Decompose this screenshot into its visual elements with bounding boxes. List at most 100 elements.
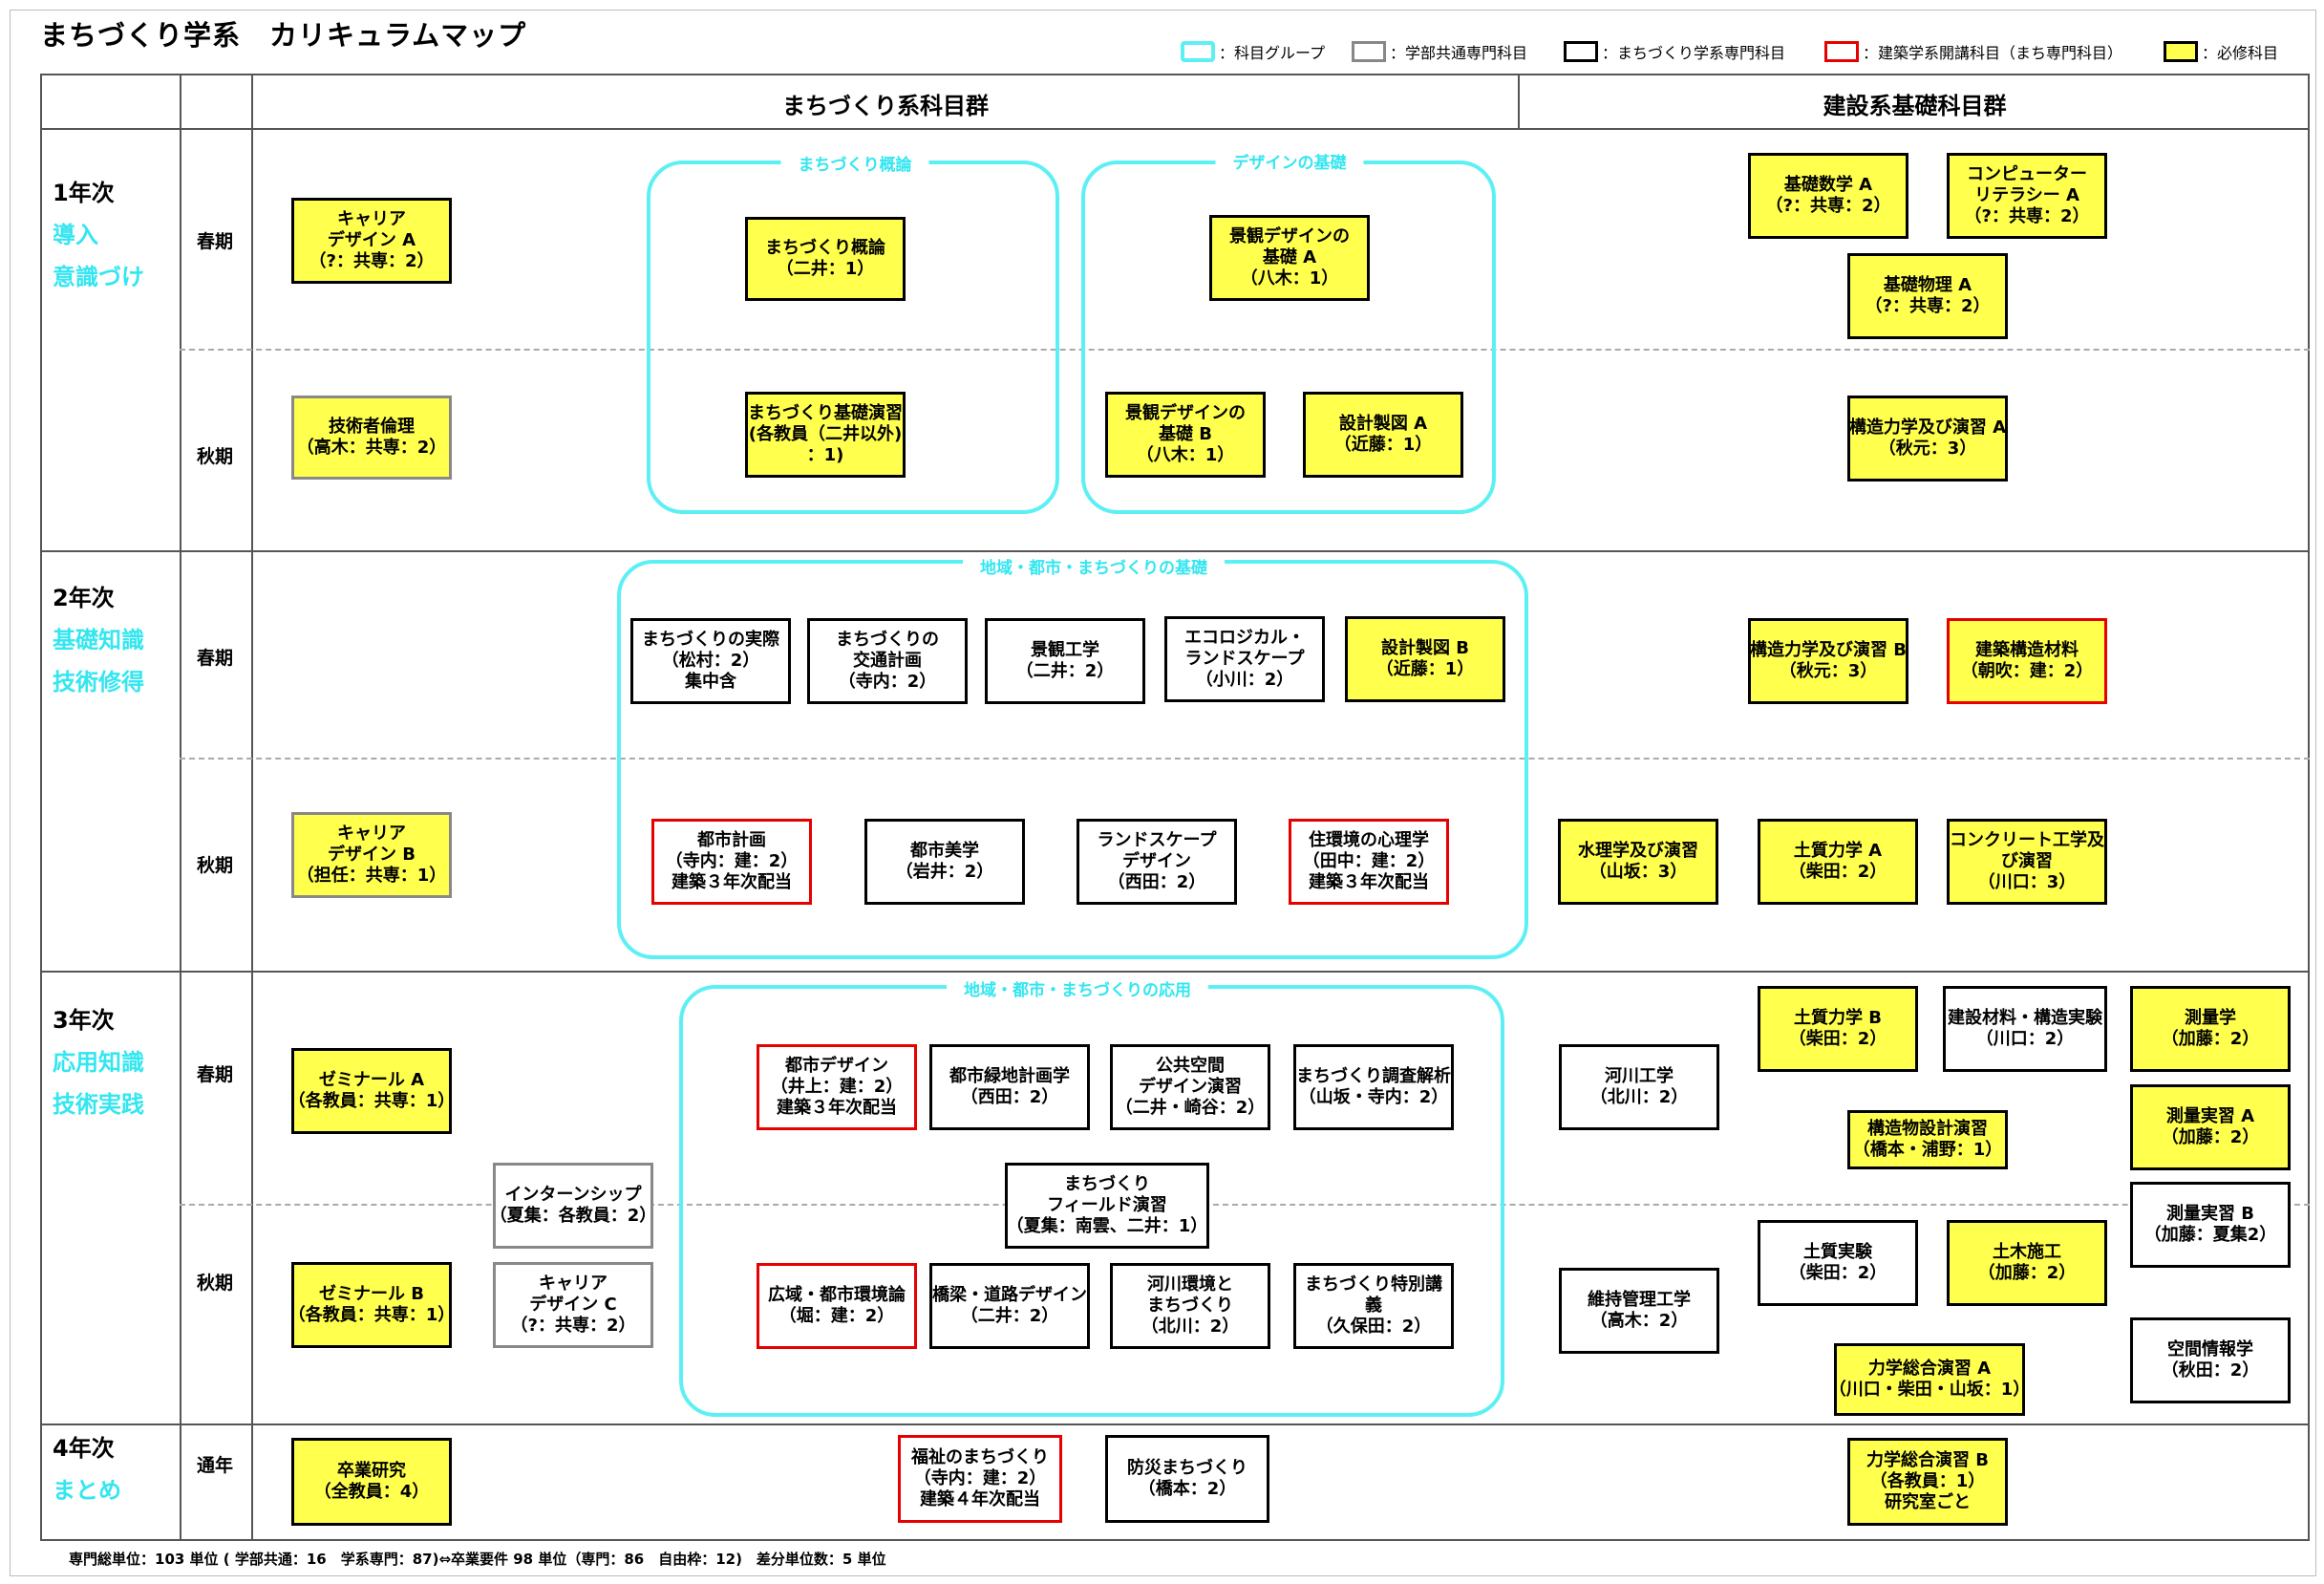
- course-river-environment-machi[interactable]: 河川環境とまちづくり（北川：2）: [1110, 1263, 1270, 1349]
- course-mechanics-comprehensive-b[interactable]: 力学総合演習 B（各教員：1）研究室ごと: [1847, 1438, 2008, 1526]
- course-career-design-a[interactable]: キャリアデザイン A（?：共専：2）: [291, 198, 452, 284]
- course-field-practice[interactable]: まちづくりフィールド演習（夏集：南雲、二井：1）: [1005, 1163, 1209, 1249]
- course-concrete-engineering[interactable]: コンクリート工学及び演習（川口：3）: [1947, 819, 2107, 905]
- course-mechanics-comprehensive-a[interactable]: 力学総合演習 A（川口・柴田・山坂：1）: [1829, 1343, 2030, 1416]
- course-line: エコロジカル・: [1184, 628, 1305, 648]
- course-living-environment-psychology[interactable]: 住環境の心理学（田中：建：2）建築３年次配当: [1289, 819, 1449, 905]
- course-machi-special-lecture[interactable]: まちづくり特別講義（久保田：2）: [1293, 1263, 1454, 1349]
- course-urban-green-planning[interactable]: 都市緑地計画学（西田：2）: [929, 1044, 1090, 1130]
- course-career-design-b[interactable]: キャリアデザイン B（担任：共専：1）: [291, 812, 452, 898]
- course-line: び演習: [2001, 851, 2053, 871]
- course-machi-basic-practice[interactable]: まちづくり基礎演習(各教員（二井以外)：1): [745, 392, 906, 478]
- course-computer-literacy-a[interactable]: コンピューターリテラシー A（?：共専：2）: [1947, 153, 2107, 239]
- course-line: 土質力学 B: [1794, 1008, 1882, 1028]
- course-basic-physics-a[interactable]: 基礎物理 A（?：共専：2）: [1847, 253, 2008, 339]
- course-surveying[interactable]: 測量学（加藤：2）: [2130, 986, 2291, 1072]
- course-landscape-design-a[interactable]: 景観デザインの基礎 A（八木：1）: [1209, 215, 1370, 301]
- course-landscape-engineering[interactable]: 景観工学（二井：2）: [985, 618, 1145, 704]
- year-subtitle: 技術実践: [53, 1091, 144, 1118]
- course-line: 景観デザインの: [1125, 403, 1246, 423]
- course-line: （堀：建：2）: [778, 1306, 895, 1326]
- course-landscape-design-b[interactable]: 景観デザインの基礎 B（八木：1）: [1105, 392, 1266, 478]
- course-line: キャリア: [539, 1274, 608, 1294]
- legend-swatch-common: [1352, 41, 1386, 62]
- course-line: 基礎 B: [1159, 424, 1212, 444]
- course-line: （二井・崎谷：2）: [1115, 1098, 1266, 1118]
- course-line: 都市緑地計画学: [949, 1066, 1070, 1086]
- course-basic-math-a[interactable]: 基礎数学 A（?：共専：2）: [1748, 153, 1908, 239]
- course-internship[interactable]: インターンシップ（夏集：各教員：2）: [490, 1163, 656, 1249]
- course-urban-aesthetics[interactable]: 都市美学（岩井：2）: [864, 819, 1025, 905]
- course-line: （各教員：共専：1）: [288, 1091, 456, 1111]
- course-line: キャリア: [337, 824, 406, 844]
- course-regional-urban-environment[interactable]: 広域・都市環境論（堀：建：2）: [757, 1263, 917, 1349]
- legend-swatch-architecture: [1824, 41, 1859, 62]
- course-line: （各教員：1）: [1869, 1471, 1986, 1491]
- course-line: デザイン演習: [1139, 1077, 1242, 1097]
- grid-divider: [40, 1423, 2310, 1425]
- course-public-space-design[interactable]: 公共空間デザイン演習（二井・崎谷：2）: [1110, 1044, 1270, 1130]
- course-machi-gairon[interactable]: まちづくり概論（二井：1）: [745, 217, 906, 301]
- course-line: 力学総合演習 B: [1866, 1450, 1989, 1470]
- course-line: まちづくりの実際: [642, 630, 779, 650]
- course-line: 住環境の心理学: [1309, 830, 1429, 850]
- course-spatial-information[interactable]: 空間情報学（秋田：2）: [2130, 1317, 2291, 1403]
- course-structural-mechanics-b[interactable]: 構造力学及び演習 B（秋元：3）: [1748, 618, 1908, 704]
- course-line: 都市デザイン: [785, 1056, 888, 1076]
- course-urban-planning[interactable]: 都市計画（寺内：建：2）建築３年次配当: [651, 819, 812, 905]
- course-line: （二井：2）: [960, 1306, 1059, 1326]
- course-line: （秋田：2）: [2161, 1360, 2260, 1381]
- course-line: 交通計画: [853, 651, 922, 671]
- course-structural-mechanics-a[interactable]: 構造力学及び演習 A（秋元：3）: [1847, 396, 2008, 482]
- course-survey-practice-a[interactable]: 測量実習 A（加藤：2）: [2130, 1084, 2291, 1170]
- course-line: デザイン C: [529, 1295, 617, 1315]
- year-title: 4年次: [53, 1435, 115, 1462]
- course-urban-design[interactable]: 都市デザイン（井上：建：2）建築３年次配当: [757, 1044, 917, 1130]
- course-river-engineering[interactable]: 河川工学（北川：2）: [1559, 1044, 1719, 1130]
- course-line: 河川工学: [1605, 1066, 1674, 1086]
- course-soil-experiment[interactable]: 土質実験（柴田：2）: [1758, 1220, 1918, 1306]
- course-line: ランドスケープ: [1097, 830, 1217, 850]
- semester-label: 通年: [196, 1455, 233, 1476]
- curriculum-grid: [40, 74, 2310, 1541]
- course-transport-planning[interactable]: まちづくりの交通計画（寺内：2）: [807, 618, 968, 704]
- course-maintenance-engineering[interactable]: 維持管理工学（高木：2）: [1559, 1268, 1719, 1354]
- course-career-design-c[interactable]: キャリアデザイン C（?：共専：2）: [493, 1262, 653, 1348]
- course-survey-practice-b[interactable]: 測量実習 B（加藤：夏集2）: [2130, 1182, 2291, 1268]
- page-frame: [10, 10, 2316, 1576]
- course-design-drafting-b[interactable]: 設計製図 B（近藤：1）: [1345, 616, 1505, 702]
- course-line: コンピューター: [1967, 164, 2087, 184]
- course-soil-mechanics-a[interactable]: 土質力学 A（柴田：2）: [1758, 819, 1918, 905]
- course-line: 義: [1365, 1295, 1382, 1316]
- course-civil-construction[interactable]: 土木施工（加藤：2）: [1947, 1220, 2107, 1306]
- course-line: （?：共専：2）: [309, 251, 435, 271]
- course-line: （担任：共専：1）: [296, 866, 447, 886]
- course-engineer-ethics[interactable]: 技術者倫理（高木：共専：2）: [291, 396, 452, 480]
- course-ecological-landscape[interactable]: エコロジカル・ランドスケープ（小川：2）: [1164, 616, 1325, 702]
- course-line: 建築構造材料: [1975, 640, 2079, 660]
- course-landscape-design[interactable]: ランドスケープデザイン（西田：2）: [1077, 819, 1237, 905]
- course-welfare-machi[interactable]: 福祉のまちづくり（寺内：建：2）建築４年次配当: [898, 1435, 1062, 1523]
- semester-label: 春期: [196, 1064, 233, 1085]
- course-materials-experiment[interactable]: 建設材料・構造実験（川口：2）: [1943, 986, 2107, 1072]
- course-bridge-road-design[interactable]: 橋梁・道路デザイン（二井：2）: [929, 1263, 1090, 1349]
- course-graduation-research[interactable]: 卒業研究（全教員：4）: [291, 1438, 452, 1526]
- course-line: （柴田：2）: [1788, 862, 1887, 882]
- course-seminar-b[interactable]: ゼミナール B（各教員：共専：1）: [288, 1262, 455, 1348]
- course-seminar-a[interactable]: ゼミナール A（各教員：共専：1）: [288, 1048, 455, 1134]
- course-line: （山坂・寺内：2）: [1298, 1087, 1449, 1107]
- course-machi-survey-analysis[interactable]: まちづくり調査解析（山坂・寺内：2）: [1293, 1044, 1454, 1130]
- course-line: 建設材料・構造実験: [1948, 1008, 2102, 1028]
- course-line: 景観工学: [1031, 640, 1099, 660]
- year-subtitle: 導入: [53, 222, 98, 248]
- course-soil-mechanics-b[interactable]: 土質力学 B（柴田：2）: [1758, 986, 1918, 1072]
- course-structure-design-practice[interactable]: 構造物設計演習（橋本・浦野：1）: [1847, 1110, 2008, 1169]
- course-line: （岩井：2）: [895, 862, 994, 882]
- course-hydraulics[interactable]: 水理学及び演習（山坂：3）: [1558, 819, 1718, 905]
- course-machi-practice[interactable]: まちづくりの実際（松村：2）集中含: [630, 618, 791, 704]
- course-design-drafting-a[interactable]: 設計製図 A（近藤：1）: [1303, 392, 1463, 478]
- course-disaster-prevention-machi[interactable]: 防災まちづくり（橋本：2）: [1105, 1435, 1269, 1523]
- course-building-materials[interactable]: 建築構造材料（朝吹：建：2）: [1947, 618, 2107, 704]
- course-line: （川口：3）: [1977, 872, 2077, 892]
- course-line: （二井：1）: [776, 259, 875, 279]
